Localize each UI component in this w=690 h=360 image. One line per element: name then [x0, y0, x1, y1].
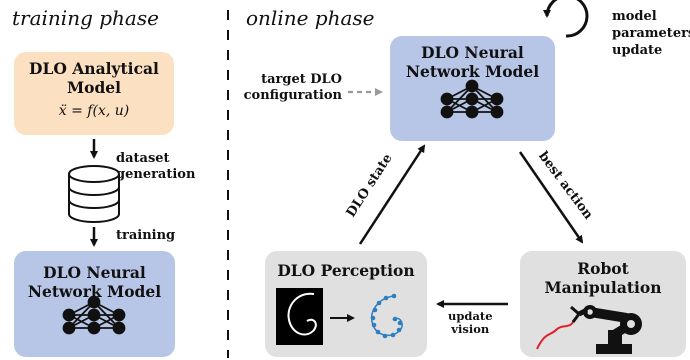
analytical-line2: Model [66, 78, 122, 97]
self-update-arrow [543, 0, 589, 38]
training-nn-line2: Network Model [27, 282, 162, 301]
dataset-label-line2: generation [116, 167, 196, 182]
best-action-arrow [518, 151, 584, 244]
dynamics-equation: ẍ = f(x, u) [58, 103, 130, 119]
robot-box: Robot Manipulation [520, 251, 686, 357]
tracked-points [370, 293, 403, 339]
target-label-line2: configuration [243, 88, 342, 103]
update-label-line1: model [612, 9, 657, 24]
online-nn-icon [440, 79, 504, 119]
update-label-line2: parameters [612, 26, 690, 41]
robot-line1: Robot [577, 259, 629, 278]
online-phase-title: online phase [246, 6, 375, 30]
training-phase-title: training phase [12, 6, 159, 30]
training-label: training [116, 228, 176, 243]
robot-arm-icon [536, 305, 642, 354]
robot-line2: Manipulation [544, 278, 662, 297]
update-label-line3: update [612, 43, 663, 58]
target-label-line1: target DLO [261, 72, 342, 87]
online-nn-line1: DLO Neural [421, 43, 524, 62]
vision-label-line2: vision [451, 322, 490, 336]
dlo-curve-image [287, 292, 317, 336]
update-vision-label: update vision [448, 310, 493, 336]
analytical-line1: DLO Analytical [29, 59, 159, 78]
training-nn-line1: DLO Neural [43, 263, 146, 282]
database-icon [68, 165, 120, 223]
dlo-state-arrow [358, 144, 426, 245]
perception-title: DLO Perception [277, 261, 415, 280]
online-nn-line2: Network Model [405, 62, 540, 81]
target-config-label: target DLO configuration [242, 72, 342, 104]
analytical-model-box: DLO Analytical Model ẍ = f(x, u) [14, 52, 174, 135]
model-update-label: model parameters update [612, 8, 690, 59]
vision-label-line1: update [448, 309, 493, 323]
training-nn-icon [62, 295, 126, 335]
dataset-label-line1: dataset [116, 151, 170, 166]
dataset-generation-label: dataset generation [116, 151, 195, 183]
